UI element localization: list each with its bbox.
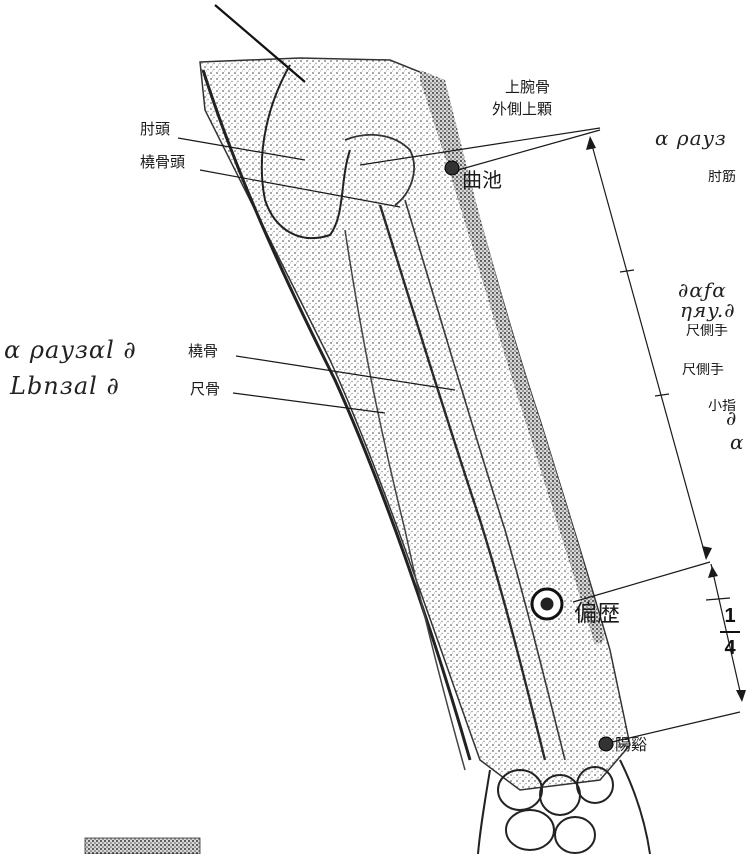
handwriting-left-1: ɑ ρаyзɑl ∂ xyxy=(4,338,137,362)
handwriting-right-mid-2: ηяy.∂ xyxy=(680,300,736,320)
label-ulnar-hand-1: 尺側手 xyxy=(686,324,746,338)
fraction-numerator: 1 xyxy=(718,606,742,626)
handwriting-right-low-2: ɑ xyxy=(730,432,745,452)
handwriting-left-2: Lbnзal ∂ xyxy=(10,374,120,398)
label-ulnar-hand-2: 尺側手 xyxy=(682,363,746,377)
label-pianli: 偏歴 xyxy=(574,603,620,626)
quchi-point xyxy=(445,161,459,175)
label-humerus: 上腕骨 xyxy=(505,80,550,95)
handwriting-right-low-1: ∂ xyxy=(726,408,737,428)
fraction-bar xyxy=(720,631,740,633)
label-radius: 橈骨 xyxy=(188,344,218,359)
label-yangxi: 陽谿 xyxy=(615,737,647,753)
label-ulna: 尺骨 xyxy=(190,382,220,397)
handwriting-right-top: ɑ ρаyз xyxy=(655,128,727,148)
label-elbow-muscle: 肘筋 xyxy=(708,170,746,184)
scan-artifact xyxy=(85,838,200,854)
label-quchi: 曲池 xyxy=(462,170,502,190)
label-elbow-head: 肘頭 xyxy=(140,122,170,137)
fraction-denominator: 4 xyxy=(718,638,742,658)
handwriting-right-mid-1: ∂ɑƒɑ xyxy=(678,280,727,300)
pianli-point xyxy=(532,589,562,619)
label-lateral-epicondyle: 外側上顆 xyxy=(492,102,552,117)
label-radius-head: 橈骨頭 xyxy=(140,155,185,170)
yangxi-point xyxy=(599,737,613,751)
